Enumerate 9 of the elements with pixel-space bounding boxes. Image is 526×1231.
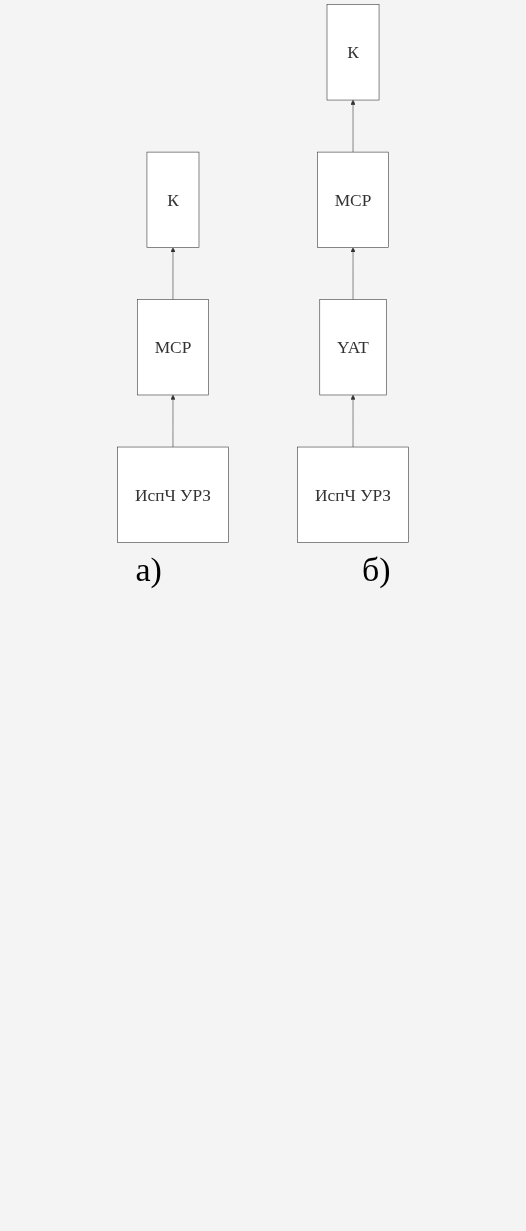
panel-label: б): [361, 551, 391, 590]
node-box: ИспЧ УРЗ: [117, 446, 229, 543]
node-box: МСР: [317, 151, 389, 248]
node-box: МСР: [137, 299, 209, 396]
node-box: YAT: [319, 299, 387, 396]
node-box: ИспЧ УРЗ: [297, 446, 409, 543]
node-box: К: [326, 4, 380, 101]
panel-label: а): [135, 551, 162, 590]
node-box: К: [146, 151, 200, 248]
